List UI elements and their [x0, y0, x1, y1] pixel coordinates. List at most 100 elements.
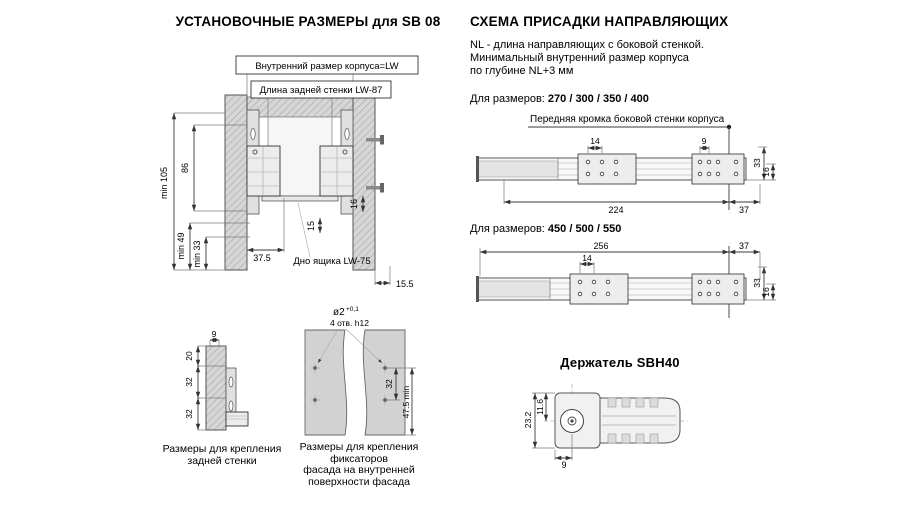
dim-86: 86 — [180, 124, 247, 212]
facade-caption-line1: Размеры для крепления фиксаторов — [299, 441, 419, 465]
svg-text:9: 9 — [702, 136, 707, 146]
hole-callout: ø2 +0,1 4 отв. h12 — [317, 306, 383, 364]
dim-33-16-s2: 33 16 — [746, 266, 776, 301]
left-section-title: УСТАНОВОЧНЫЕ РАЗМЕРЫ для SB 08 — [175, 14, 441, 29]
svg-text:11.6: 11.6 — [535, 399, 545, 415]
holder-drawing: 23.2 11.6 9 — [523, 384, 688, 470]
dim-9-top: 9 — [209, 329, 220, 346]
back-wall-dimension-label: Длина задней стенки LW-87 — [250, 80, 392, 117]
svg-text:16: 16 — [761, 167, 771, 177]
nl-note: NL - длина направляющих с боковой стенко… — [470, 39, 704, 78]
schema2-sizes-label: Для размеров: 450 / 500 / 550 — [470, 223, 621, 235]
dim-chain-left: 20 32 32 — [184, 345, 226, 431]
dim-37-s2: 37 — [729, 241, 761, 280]
facade-caption-line3: поверхности фасада — [308, 475, 410, 488]
hole-count-note: 4 отв. h12 — [330, 318, 369, 328]
nl-note-line3: по глубине NL+3 мм — [470, 65, 574, 77]
dim-11-6: 11.6 — [535, 393, 549, 421]
svg-text:Дно ящика LW-75: Дно ящика LW-75 — [293, 256, 370, 267]
schema2-sizes-values: 450 / 500 / 550 — [547, 223, 622, 235]
back-wall-mount-drawing: 9 20 32 32 — [184, 329, 249, 431]
facade-panel — [304, 329, 406, 436]
svg-text:23.2: 23.2 — [523, 411, 533, 428]
dim-15-5: 15.5 — [374, 266, 414, 289]
dim-14-s2: 14 — [579, 253, 595, 274]
dim-224: 224 — [503, 180, 729, 215]
front-hole-bracket — [691, 153, 745, 185]
dim-23-2: 23.2 — [523, 392, 555, 449]
rail-drawing-450-550: 256 37 — [476, 241, 776, 318]
dim-min49: min 49 — [176, 222, 250, 270]
svg-text:16: 16 — [761, 287, 771, 297]
holder-title: Держатель SBH40 — [560, 355, 680, 370]
hole-diameter-text: ø2 — [333, 307, 345, 318]
svg-text:min 33: min 33 — [192, 240, 202, 267]
rail-profile — [225, 367, 249, 427]
svg-text:37.5: 37.5 — [253, 253, 271, 263]
inner-width-label-text: Внутренний размер корпуса=LW — [255, 61, 398, 72]
dim-37-5: 37.5 — [247, 198, 285, 263]
main-installation-drawing: Внутренний размер корпуса=LW Длина задне… — [159, 55, 419, 289]
schema1-sizes-prefix: Для размеров: — [470, 93, 545, 105]
svg-text:15.5: 15.5 — [396, 279, 414, 289]
svg-text:14: 14 — [582, 253, 592, 263]
rail-drawing-270-400: Передняя кромка боковой стенки корпуса — [476, 113, 776, 215]
inner-width-dimension-label: Внутренний размер корпуса=LW — [235, 55, 419, 95]
back-wall-caption: Размеры для крепления задней стенки — [152, 443, 292, 467]
svg-text:15: 15 — [306, 221, 316, 231]
dim-16: 16 — [349, 196, 366, 212]
hole-diameter-tolerance: +0,1 — [346, 306, 359, 313]
dim-37-s1: 37 — [729, 184, 761, 215]
drawer-bottom-label: Дно ящика LW-75 — [293, 202, 371, 267]
facade-caption: Размеры для крепления фиксаторов фасада … — [280, 441, 438, 488]
back-wall-caption-line2: задней стенки — [187, 454, 257, 467]
svg-text:37: 37 — [739, 241, 749, 251]
svg-text:32: 32 — [384, 379, 394, 389]
rear-hole-bracket-2 — [569, 273, 629, 305]
svg-text:32: 32 — [184, 377, 194, 387]
svg-text:224: 224 — [608, 205, 623, 215]
svg-text:min 105: min 105 — [159, 167, 169, 199]
left-rail-assembly — [246, 109, 281, 215]
schema1-sizes-values: 270 / 300 / 350 / 400 — [547, 93, 649, 105]
holder-body — [554, 392, 681, 449]
dim-min105: min 105 — [159, 112, 225, 271]
svg-text:32: 32 — [184, 409, 194, 419]
dim-14-s1: 14 — [587, 136, 603, 154]
back-wall-panel — [205, 345, 227, 431]
dim-33-16-s1: 33 16 — [746, 146, 776, 181]
rear-hole-bracket — [577, 153, 637, 185]
nl-note-line2: Минимальный внутренний размер корпуса — [470, 52, 689, 64]
dim-9-s1: 9 — [699, 136, 710, 154]
svg-text:16: 16 — [349, 199, 359, 209]
dim-9-holder: 9 — [554, 434, 573, 470]
svg-text:9: 9 — [212, 329, 217, 339]
front-edge-label: Передняя кромка боковой стенки корпуса — [530, 113, 725, 125]
front-hole-bracket-2 — [691, 273, 745, 305]
svg-text:33: 33 — [752, 158, 762, 168]
svg-text:86: 86 — [180, 163, 190, 173]
schema2-sizes-prefix: Для размеров: — [470, 223, 545, 235]
svg-text:14: 14 — [590, 136, 600, 146]
dim-256: 256 — [479, 241, 729, 276]
nl-note-line1: NL - длина направляющих с боковой стенко… — [470, 39, 704, 51]
dim-min33: min 33 — [192, 236, 250, 270]
right-section-title: СХЕМА ПРИСАДКИ НАПРАВЛЯЮЩИХ — [470, 14, 729, 29]
schema1-sizes-label: Для размеров: 270 / 300 / 350 / 400 — [470, 93, 649, 105]
svg-text:20: 20 — [184, 351, 194, 361]
svg-text:37: 37 — [739, 205, 749, 215]
svg-text:9: 9 — [561, 460, 566, 470]
mounting-screws — [366, 135, 384, 193]
dim-47-5-min: 47.5 min — [401, 368, 416, 436]
dim-15: 15 — [306, 218, 323, 233]
facade-fixators-drawing: ø2 +0,1 4 отв. h12 32 47.5 min — [304, 306, 416, 436]
drawer-bottom-panel — [261, 195, 339, 202]
right-rail-assembly — [319, 109, 354, 215]
facade-caption-line2: фасада на внутренней — [303, 464, 415, 476]
svg-text:min 49: min 49 — [176, 232, 186, 259]
back-wall-caption-line1: Размеры для крепления — [162, 443, 282, 455]
svg-text:33: 33 — [752, 278, 762, 288]
back-wall-label-text: Длина задней стенки LW-87 — [260, 85, 383, 96]
svg-text:47.5 min: 47.5 min — [401, 385, 411, 418]
